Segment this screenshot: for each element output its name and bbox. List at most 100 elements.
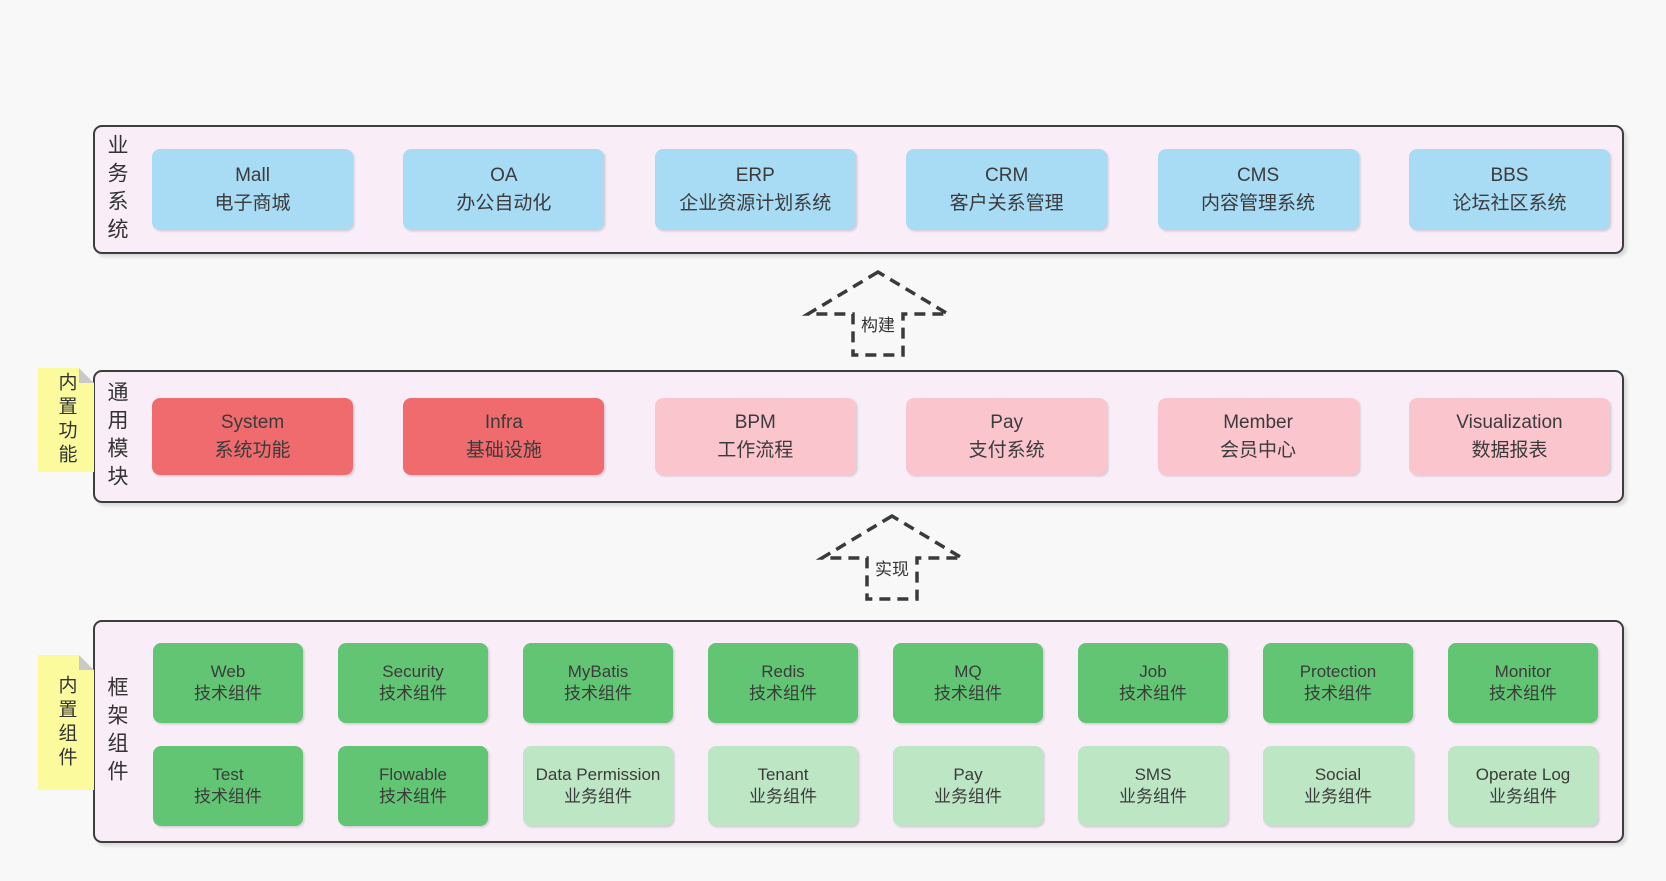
sticky-note-built-in-components: 内置组件: [38, 655, 94, 790]
sticky-note-built-in-functions: 内置功能: [38, 368, 94, 472]
box-bbs: BBS 论坛社区系统: [1408, 149, 1610, 230]
box-title: MyBatis: [567, 661, 629, 681]
box-title: Protection: [1299, 661, 1377, 681]
box-subtitle: 技术组件: [194, 684, 262, 703]
box-subtitle: 业务组件: [1119, 787, 1187, 806]
box-subtitle: 技术组件: [1119, 684, 1187, 703]
arrow-up-implement: 实现: [815, 510, 969, 605]
box-subtitle: 业务组件: [564, 787, 632, 806]
box-title: Social: [1314, 764, 1362, 784]
box-job: Job 技术组件: [1078, 643, 1228, 723]
band-label-business-systems: 业务系统: [105, 133, 128, 246]
box-system: System 系统功能: [152, 398, 353, 475]
box-subtitle: 论坛社区系统: [1452, 192, 1567, 214]
box-title: ERP: [735, 164, 775, 186]
box-protection: Protection 技术组件: [1263, 643, 1413, 723]
box-crm: CRM 客户关系管理: [906, 149, 1108, 230]
box-subtitle: 基础设施: [465, 439, 542, 461]
box-subtitle: 内容管理系统: [1201, 192, 1316, 214]
box-subtitle: 业务组件: [749, 787, 817, 806]
box-operate-log: Operate Log 业务组件: [1448, 746, 1598, 826]
box-mq: MQ 技术组件: [893, 643, 1043, 723]
sticky-note-text: 内置功能: [55, 372, 77, 468]
box-subtitle: 技术组件: [564, 684, 632, 703]
box-subtitle: 技术组件: [1304, 684, 1372, 703]
box-bpm: BPM 工作流程: [654, 398, 856, 475]
band-label-common-modules: 通用模块: [105, 380, 128, 493]
box-subtitle: 系统功能: [214, 439, 291, 461]
box-title: BPM: [734, 411, 776, 433]
box-title: Test: [212, 764, 244, 784]
folded-corner-icon: [79, 655, 94, 670]
box-subtitle: 工作流程: [717, 439, 794, 461]
box-title: CMS: [1236, 164, 1280, 186]
box-subtitle: 办公自动化: [456, 192, 552, 214]
box-title: Security: [382, 661, 444, 681]
box-erp: ERP 企业资源计划系统: [654, 149, 856, 230]
box-title: OA: [490, 164, 518, 186]
band-label-framework-components: 框架组件: [105, 675, 128, 788]
box-subtitle: 支付系统: [968, 439, 1045, 461]
box-title: Operate Log: [1475, 764, 1571, 784]
box-subtitle: 企业资源计划系统: [679, 192, 832, 214]
box-subtitle: 客户关系管理: [949, 192, 1064, 214]
box-pay: Pay 业务组件: [893, 746, 1043, 826]
band-business-content: Mall 电子商城 OA 办公自动化 ERP 企业资源计划系统 CRM 客户关系管理 CMS 内容…: [152, 127, 1610, 252]
box-redis: Redis 技术组件: [708, 643, 858, 723]
box-title: Pay: [953, 764, 983, 784]
box-tenant: Tenant 业务组件: [708, 746, 858, 826]
box-subtitle: 技术组件: [934, 684, 1002, 703]
block-arrow-up-icon: [801, 269, 955, 357]
folded-corner-icon: [79, 368, 94, 383]
box-visualization: Visualization 数据报表: [1408, 398, 1610, 475]
box-subtitle: 业务组件: [934, 787, 1002, 806]
box-subtitle: 技术组件: [379, 684, 447, 703]
block-arrow-up-icon: [815, 513, 969, 601]
box-title: Flowable: [378, 764, 448, 784]
box-mall: Mall 电子商城: [152, 149, 353, 230]
box-title: Mall: [235, 164, 270, 186]
box-title: Redis: [761, 661, 805, 681]
band-business-systems: 业务系统 Mall 电子商城 OA 办公自动化 ERP 企业资源计划系统 CRM 客户关系管理…: [93, 125, 1624, 254]
box-security: Security 技术组件: [338, 643, 488, 723]
box-subtitle: 技术组件: [379, 787, 447, 806]
box-title: BBS: [1490, 164, 1529, 186]
box-title: Member: [1223, 411, 1293, 433]
box-subtitle: 业务组件: [1304, 787, 1372, 806]
sticky-note-text: 内置组件: [55, 674, 77, 771]
box-mybatis: MyBatis 技术组件: [523, 643, 673, 723]
box-cms: CMS 内容管理系统: [1157, 149, 1359, 230]
box-title: Tenant: [757, 764, 809, 784]
box-web: Web 技术组件: [153, 643, 303, 723]
box-title: System: [220, 411, 285, 433]
box-subtitle: 数据报表: [1471, 439, 1548, 461]
box-title: Monitor: [1494, 661, 1552, 681]
box-subtitle: 技术组件: [749, 684, 817, 703]
box-social: Social 业务组件: [1263, 746, 1413, 826]
box-flowable: Flowable 技术组件: [338, 746, 488, 826]
arrow-up-build: 构建: [801, 266, 955, 361]
box-title: Visualization: [1456, 411, 1563, 433]
box-title: SMS: [1134, 764, 1172, 784]
arrow-label-build: 构建: [858, 311, 898, 336]
box-oa: OA 办公自动化: [403, 149, 605, 230]
box-subtitle: 会员中心: [1220, 439, 1297, 461]
box-member: Member 会员中心: [1157, 398, 1359, 475]
box-pay: Pay 支付系统: [906, 398, 1108, 475]
box-subtitle: 业务组件: [1489, 787, 1557, 806]
box-subtitle: 电子商城: [214, 192, 291, 214]
box-title: CRM: [985, 164, 1029, 186]
box-title: MQ: [954, 661, 982, 681]
box-title: Web: [210, 661, 246, 681]
box-title: Pay: [990, 411, 1024, 433]
box-title: Job: [1139, 661, 1167, 681]
